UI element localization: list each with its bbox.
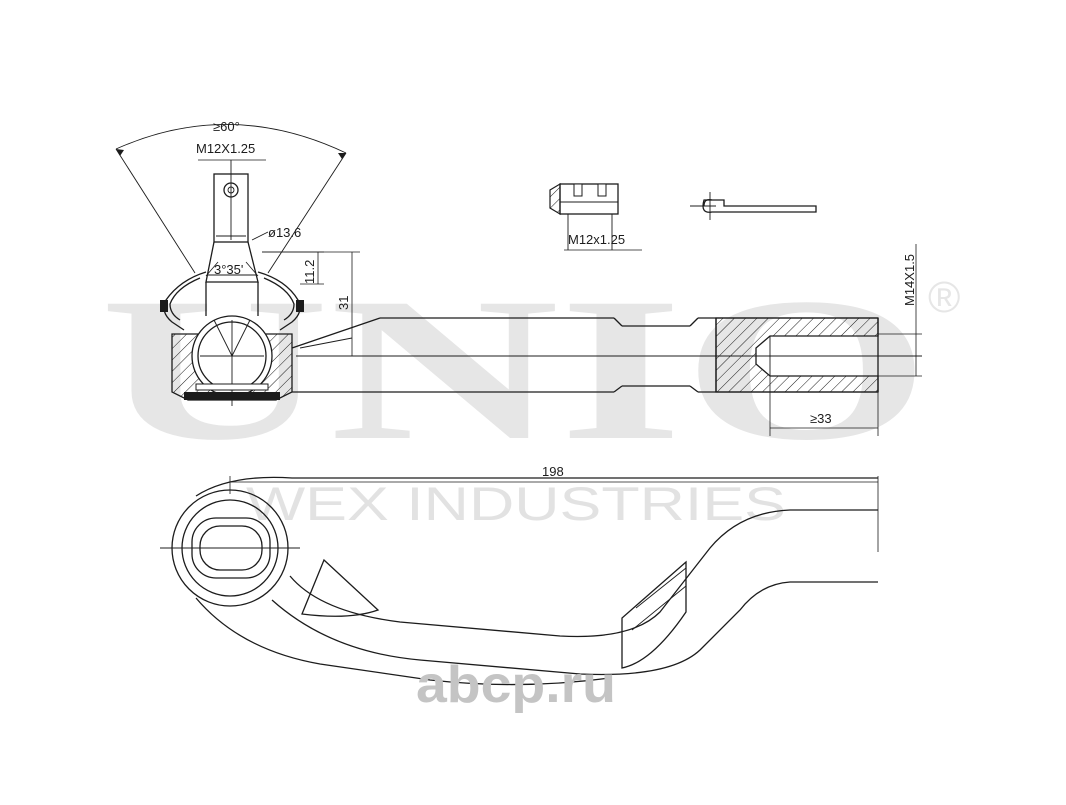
dim-taper-angle: 3°35' [214,262,243,277]
dim-height-total: 31 [336,296,351,310]
dim-tube-thread: M14X1.5 [902,254,917,306]
dim-height-short: 11.2 [302,260,317,284]
castle-nut [549,182,642,251]
dim-overall-length: 198 [542,464,564,479]
side-view [160,476,879,686]
ball-joint-section [115,124,347,406]
watermark-site: abcp.ru [416,656,616,714]
dim-taper-diameter: ø13.6 [268,225,301,240]
dim-nut-thread: M12x1.25 [568,232,625,247]
cotter-pin [690,192,817,220]
dim-cone-angle: ≥60° [213,119,240,134]
tie-rod-shaft [291,317,922,393]
watermark-registered-mark: ® [928,273,960,322]
dimension-lines [198,159,922,436]
dim-thread-depth: ≥33 [810,411,832,426]
watermark-company: WEX INDUSTRIES [246,477,786,530]
dim-stud-thread: M12X1.25 [196,141,255,156]
